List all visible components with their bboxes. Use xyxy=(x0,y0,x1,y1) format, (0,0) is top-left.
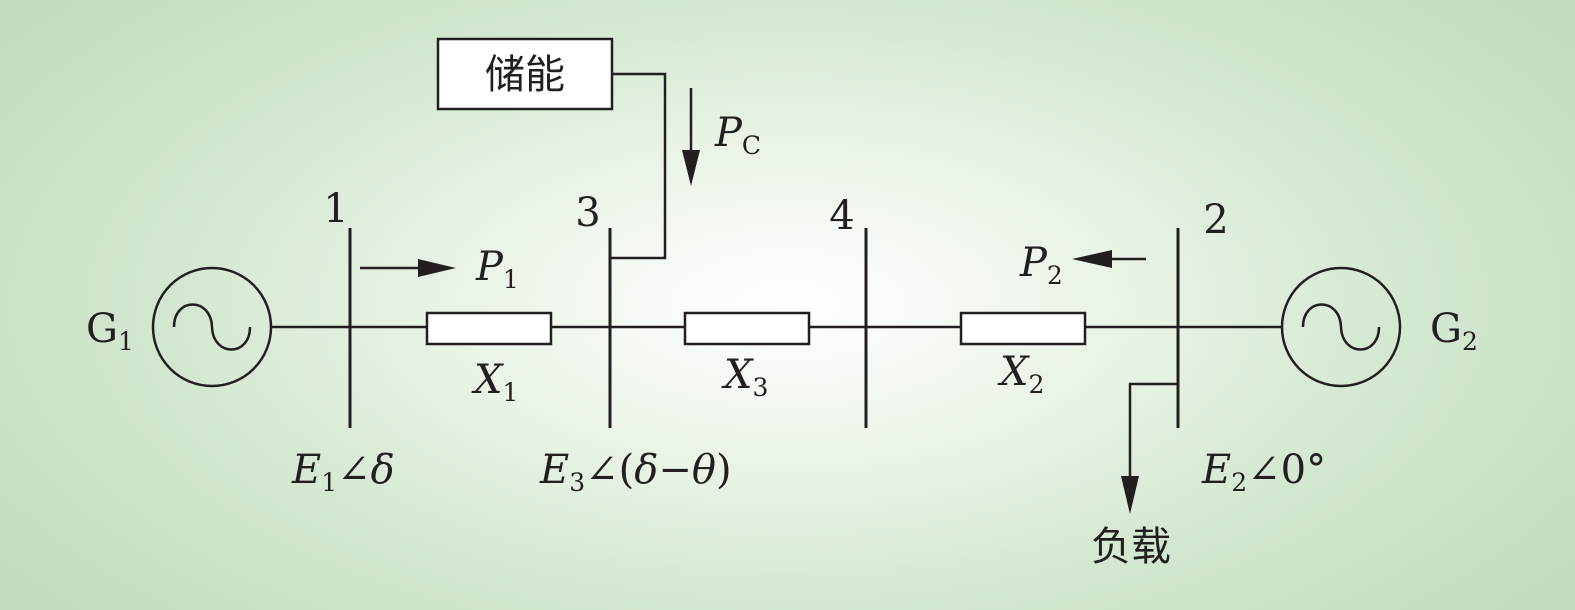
flow-p1-label: P1 xyxy=(475,244,519,294)
arrow-down-icon xyxy=(1121,476,1139,514)
reactance-x1-box xyxy=(425,311,553,346)
storage-label: 储能 xyxy=(485,52,565,98)
storage-power-label: PC xyxy=(714,110,761,160)
ac-source-icon xyxy=(172,303,252,351)
generator-g1-label: G1 xyxy=(86,306,134,356)
ac-source-icon xyxy=(1301,303,1381,351)
flow-p2-label: P2 xyxy=(1019,240,1063,290)
voltage-e2-label: E2∠0° xyxy=(1201,447,1326,497)
bus-3-label: 3 xyxy=(575,190,600,236)
storage-connection xyxy=(610,72,667,260)
reactance-x3-label: X3 xyxy=(721,352,768,402)
load-connection xyxy=(1128,382,1178,482)
reactance-x2-box xyxy=(959,311,1087,346)
bus-2-label: 2 xyxy=(1203,197,1228,243)
reactance-x1-label: X1 xyxy=(471,357,518,407)
arrow-right-icon xyxy=(418,259,456,277)
voltage-e3-label: E3∠(δ−θ) xyxy=(539,447,732,497)
generator-g2 xyxy=(1280,266,1402,388)
reactance-x3-box xyxy=(683,311,811,346)
reactance-x2-label: X2 xyxy=(997,349,1044,399)
generator-g2-label: G2 xyxy=(1430,306,1478,356)
generator-g1 xyxy=(151,266,273,388)
voltage-e1-label: E1∠δ xyxy=(291,447,395,497)
arrow-down-icon xyxy=(682,150,700,186)
arrow-left-icon xyxy=(1072,250,1112,268)
bus-4-label: 4 xyxy=(829,193,854,239)
bus-1-label: 1 xyxy=(323,186,348,232)
load-label: 负载 xyxy=(1091,524,1171,570)
